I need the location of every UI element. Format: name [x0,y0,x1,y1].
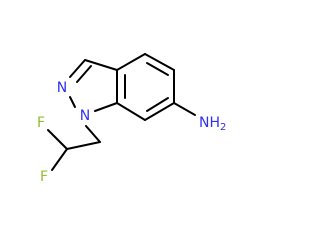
bond-c3-n2 [69,59,86,78]
bonds [47,53,196,171]
bond-c7-c7a [116,102,146,121]
bond-c4-c5 [144,53,175,71]
atom-amine-label: NH2 [199,115,226,133]
bond-chf2-f-bottom [51,148,68,171]
bond-n2-n1 [69,96,76,108]
bond-n1-ch2 [85,125,101,143]
bond-c6-n [173,102,196,116]
atom-f-bottom-label: F [40,169,48,185]
amine-main-text: NH [199,115,220,131]
structure-diagram: N N F F NH2 [37,53,226,185]
amine-subscript: 2 [220,122,226,133]
bond-c4-c5-inner [146,62,169,76]
bond-n1-c7a [94,102,118,112]
bond-c3a-c4 [116,53,146,71]
bond-chf2-f-top [47,129,68,150]
bond-c6-c7-inner [146,97,169,112]
atom-n2-label: N [57,80,67,96]
atom-n1-label: N [80,108,90,124]
bond-ch2-chf2 [66,141,101,150]
atom-labels: N N F F NH2 [37,80,226,185]
bond-c6-c7 [144,102,175,121]
atom-f-top-label: F [37,115,45,131]
bond-c3-n2-inner [76,65,92,83]
bond-c3a-c3 [84,59,118,71]
